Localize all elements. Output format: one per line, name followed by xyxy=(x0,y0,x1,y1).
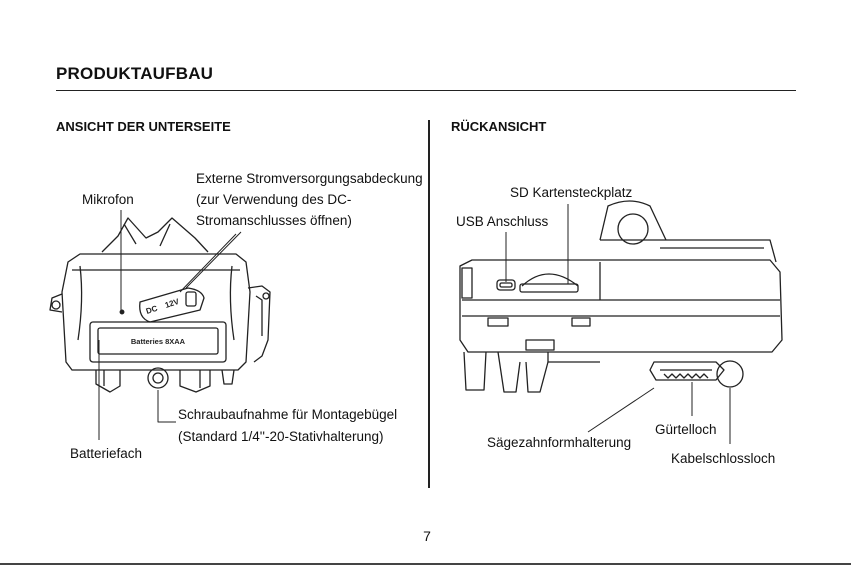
label-screw-mount-line1: Schraubaufnahme für Montagebügel xyxy=(178,407,398,422)
bottom-rule xyxy=(0,563,851,565)
label-sawtooth-mount: Sägezahnformhalterung xyxy=(487,435,632,450)
dc-label: DC xyxy=(145,304,159,316)
battery-door-text: Batteries 8XAA xyxy=(131,337,186,346)
label-external-power-line1: Externe Stromversorgungsabdeckung xyxy=(196,171,423,186)
right-heading: RÜCKANSICHT xyxy=(451,119,547,134)
label-cable-lock-hole: Kabelschlossloch xyxy=(671,451,776,466)
label-battery-compartment: Batteriefach xyxy=(70,446,143,461)
back-view-camera xyxy=(459,200,783,393)
label-sd-slot: SD Kartensteckplatz xyxy=(510,185,633,200)
bottom-view-camera xyxy=(49,217,271,393)
column-divider xyxy=(428,120,430,488)
label-external-power-line2: (zur Verwendung des DC- xyxy=(196,192,352,207)
label-belt-loop: Gürtelloch xyxy=(655,422,717,437)
label-screw-mount-line2: (Standard 1/4''-20-Stativhalterung) xyxy=(178,429,384,444)
page-title: PRODUKTAUFBAU xyxy=(56,64,214,83)
voltage-label: 12V xyxy=(164,297,181,310)
page-number: 7 xyxy=(423,528,431,544)
label-external-power-line3: Stromanschlusses öffnen) xyxy=(196,213,352,228)
left-heading: ANSICHT DER UNTERSEITE xyxy=(56,119,231,134)
label-usb-port: USB Anschluss xyxy=(456,214,549,229)
title-rule xyxy=(56,90,796,91)
label-microphone: Mikrofon xyxy=(82,192,134,207)
